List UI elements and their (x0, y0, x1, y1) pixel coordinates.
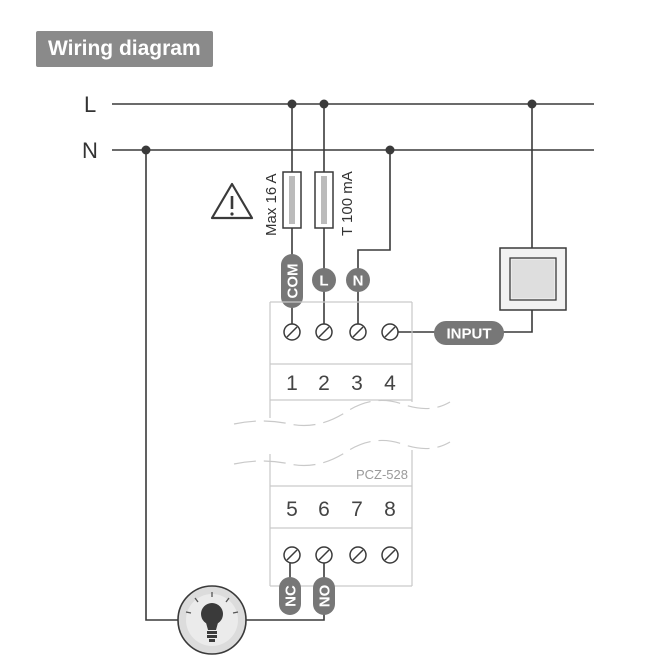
l-label-text: L (319, 273, 328, 290)
warning-icon (210, 182, 254, 220)
screw-terminal-icon (381, 546, 399, 564)
screw-terminal-icon (283, 323, 301, 341)
live-rail-label: L (84, 92, 96, 117)
model-label: PCZ-528 (356, 467, 408, 482)
page-title: Wiring diagram (36, 31, 213, 67)
no-terminal-label: NO (313, 577, 335, 615)
nc-label-text: NC (283, 585, 300, 607)
terminal-number-5: 5 (286, 498, 298, 521)
neutral-rail-label: N (82, 138, 98, 163)
n-label-text: N (353, 273, 364, 290)
neutral-wire (357, 150, 391, 330)
switch-icon (499, 247, 567, 311)
terminal-number-2: 2 (318, 372, 330, 395)
com-terminal-label: COM (281, 254, 303, 308)
input-label-text: INPUT (447, 326, 492, 343)
terminal-number-4: 4 (384, 372, 396, 395)
light-bulb-icon (177, 585, 247, 655)
lamp-to-no-wire (246, 555, 325, 621)
com-label-text: COM (285, 264, 302, 299)
no-label-text: NO (317, 584, 334, 607)
terminal-number-1: 1 (286, 372, 298, 395)
break-line (233, 439, 451, 467)
main-fuse-label: Max 16 A (263, 173, 280, 236)
terminal-number-8: 8 (384, 498, 396, 521)
screw-terminal-icon (315, 546, 333, 564)
input-terminal-label: INPUT (434, 321, 504, 345)
break-line (233, 399, 451, 427)
neutral-to-lamp-wire (145, 150, 178, 621)
device-upper-block (269, 301, 413, 418)
l-terminal-label: L (312, 268, 336, 292)
n-terminal-label: N (346, 268, 370, 292)
screw-terminal-icon (381, 323, 399, 341)
screw-terminal-icon (283, 546, 301, 564)
screw-terminal-icon (349, 323, 367, 341)
terminal-number-7: 7 (351, 498, 363, 521)
terminal-number-3: 3 (351, 372, 363, 395)
supply-fuse-label: T 100 mA (339, 171, 356, 236)
terminal-number-6: 6 (318, 498, 330, 521)
screw-terminal-icon (349, 546, 367, 564)
nc-terminal-label: NC (279, 577, 301, 615)
screw-terminal-icon (315, 323, 333, 341)
